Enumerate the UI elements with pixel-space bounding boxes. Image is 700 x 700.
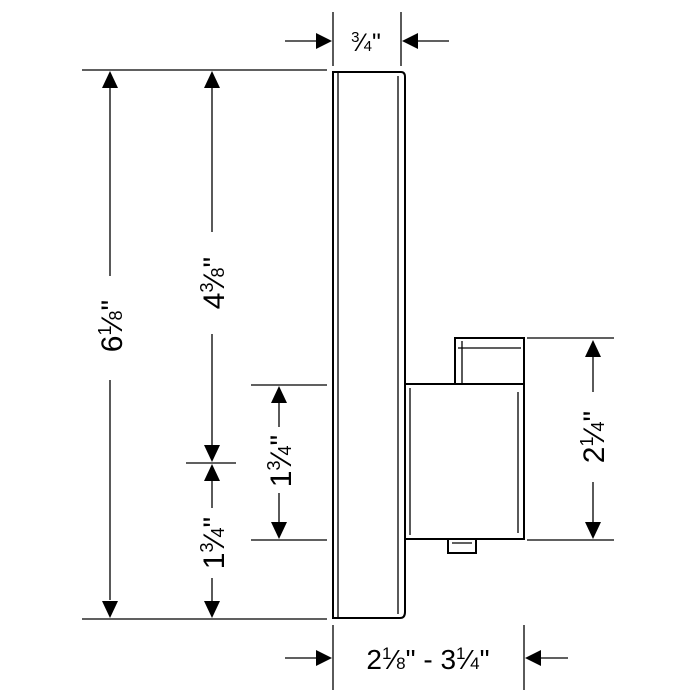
arrow-right-icon xyxy=(316,33,332,49)
arrow-up-icon xyxy=(102,71,118,88)
dim-overall-height: 61⁄8" xyxy=(95,71,129,618)
dim-projection-range: 21⁄8" - 31⁄4" xyxy=(285,644,568,675)
arrow-up-icon xyxy=(204,71,220,88)
arrow-down-icon xyxy=(204,445,220,462)
dim-handle-height-label: 21⁄4" xyxy=(577,411,611,463)
arrow-down-icon xyxy=(585,522,601,539)
dim-inner-height-label: 13⁄4" xyxy=(264,435,298,487)
dim-upper-height-label: 43⁄8" xyxy=(197,257,231,309)
dim-lower-height: 13⁄4" xyxy=(197,464,231,618)
arrow-down-icon xyxy=(102,601,118,618)
arrow-up-icon xyxy=(585,340,601,357)
valve-body xyxy=(404,383,525,540)
arrow-right-icon xyxy=(316,650,332,666)
handle-knob xyxy=(454,337,525,385)
dim-inner-height: 13⁄4" xyxy=(264,386,298,539)
dim-lower-height-label: 13⁄4" xyxy=(197,517,231,569)
arrow-left-icon xyxy=(402,33,418,49)
dim-overall-height-label: 61⁄8" xyxy=(95,300,129,352)
dim-projection-range-label: 21⁄8" - 31⁄4" xyxy=(366,644,489,675)
dim-handle-height: 21⁄4" xyxy=(577,340,611,539)
dim-top-width-label: 3⁄4" xyxy=(351,29,381,57)
dim-top-width: 3⁄4" xyxy=(285,29,449,57)
arrow-down-icon xyxy=(204,601,220,618)
bottom-stub xyxy=(447,538,477,554)
extension-lines xyxy=(82,12,614,690)
arrow-up-icon xyxy=(271,386,287,403)
arrow-up-icon xyxy=(204,464,220,481)
arrow-left-icon xyxy=(525,650,541,666)
faceplate xyxy=(332,71,406,619)
dim-upper-height: 43⁄8" xyxy=(197,71,231,462)
arrow-down-icon xyxy=(271,522,287,539)
